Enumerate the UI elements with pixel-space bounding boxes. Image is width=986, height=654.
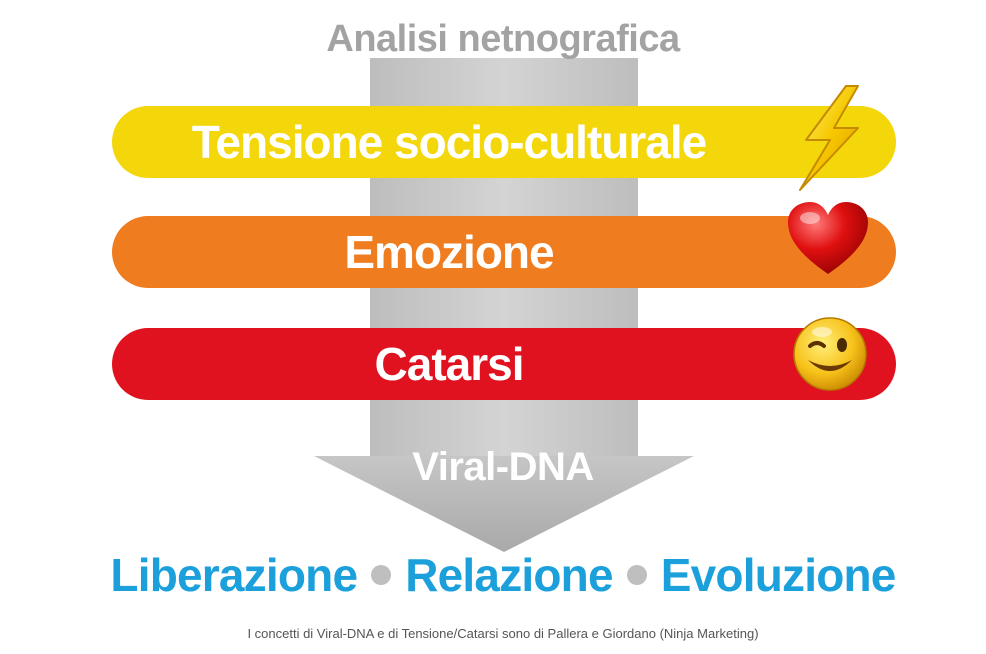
- footnote: I concetti di Viral-DNA e di Tensione/Ca…: [247, 626, 759, 641]
- outcome-evolution: Evoluzione: [660, 549, 897, 601]
- separator-dot: [626, 565, 647, 585]
- arrow-label: Viral-DNA: [412, 445, 594, 489]
- outcome-relation: Relazione: [405, 549, 613, 601]
- outcomes-row: Liberazione Relazione Evoluzione: [0, 548, 986, 602]
- diagram-title: Analisi netnografica: [326, 18, 680, 60]
- bar-emotion: Emozione: [112, 216, 896, 288]
- lightning-icon: [799, 85, 859, 191]
- bar-tension: Tensione socio-culturale: [112, 106, 896, 178]
- outcome-liberation: Liberazione: [110, 549, 358, 601]
- bar-emotion-label: Emozione: [344, 226, 554, 278]
- bar-catharsis: Catarsi: [112, 328, 896, 400]
- winking-smiley-icon: [793, 317, 867, 391]
- heart-icon: [788, 202, 868, 274]
- bar-catharsis-label: Catarsi: [374, 338, 525, 390]
- bar-tension-label: Tensione socio-culturale: [191, 116, 707, 168]
- arrow-head: [314, 456, 694, 552]
- separator-dot: [371, 565, 392, 585]
